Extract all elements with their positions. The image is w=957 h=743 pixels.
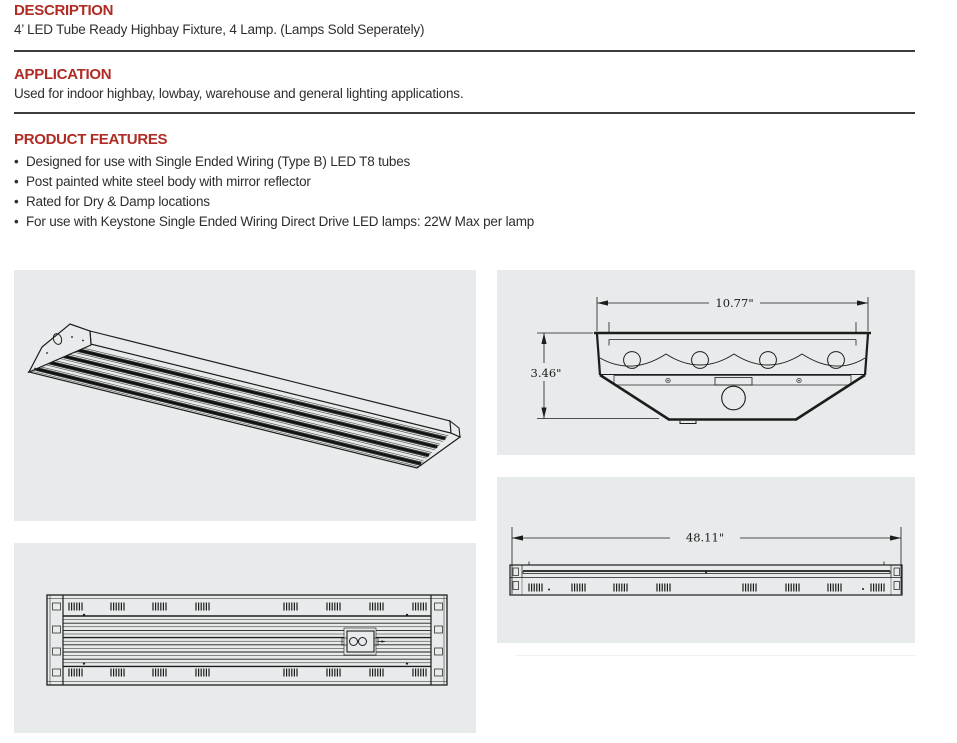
section-description: DESCRIPTION 4’ LED Tube Ready Highbay Fi… — [14, 2, 915, 38]
description-body: 4’ LED Tube Ready Highbay Fixture, 4 Lam… — [14, 22, 425, 37]
isometric-view-drawing — [27, 323, 462, 469]
panel-isometric-view — [14, 270, 476, 521]
section-features: PRODUCT FEATURES Designed for use with S… — [14, 131, 915, 232]
width-dimension-label: 10.77" — [715, 296, 753, 310]
section-application: APPLICATION Used for indoor highbay, low… — [14, 66, 915, 102]
side-view-drawing: 48.11" — [509, 527, 903, 596]
panel-end-view: 10.77" 3.46" — [497, 270, 915, 455]
length-dimension-label: 48.11" — [686, 531, 724, 545]
section-divider — [14, 50, 915, 52]
feature-item: Post painted white steel body with mirro… — [14, 172, 915, 192]
feature-item: Designed for use with Single Ended Wirin… — [14, 152, 915, 172]
feature-item: For use with Keystone Single Ended Wirin… — [14, 212, 915, 232]
application-heading: APPLICATION — [14, 66, 112, 83]
height-dimension-label: 3.46" — [531, 366, 562, 380]
description-heading: DESCRIPTION — [14, 2, 114, 19]
page-footer-rule — [515, 655, 915, 656]
features-heading: PRODUCT FEATURES — [14, 131, 168, 148]
end-view-drawing: 10.77" 3.46" — [531, 296, 871, 424]
feature-item: Rated for Dry & Damp locations — [14, 192, 915, 212]
features-list: Designed for use with Single Ended Wirin… — [14, 152, 915, 232]
section-divider — [14, 112, 915, 114]
top-view-drawing — [46, 594, 448, 686]
panel-top-view — [14, 543, 476, 733]
application-body: Used for indoor highbay, lowbay, warehou… — [14, 86, 464, 101]
panel-side-view: 48.11" — [497, 477, 915, 643]
